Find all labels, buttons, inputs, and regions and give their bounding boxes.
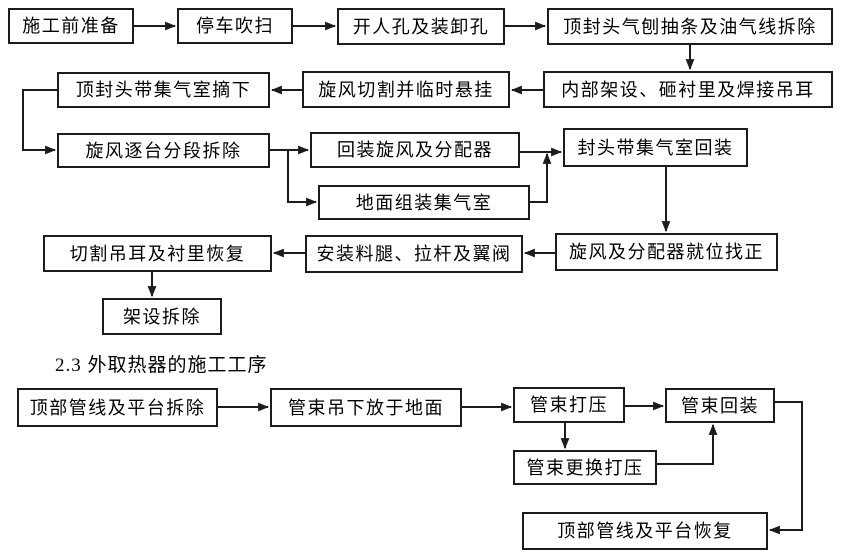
- flow-node-top-pipe-restore: 顶部管线及平台恢复: [522, 512, 768, 550]
- flow-node-prep: 施工前准备: [8, 8, 134, 44]
- flow-node-bundle-reinstall: 管束回装: [665, 388, 775, 423]
- flow-node-top-pipe-removal: 顶部管线及平台拆除: [17, 388, 218, 427]
- flow-node-top-head-gouging: 顶封头气刨抽条及油气线拆除: [547, 8, 833, 45]
- section-heading: 2.3 外取热器的施工工序: [55, 355, 268, 376]
- flow-node-cut-lugs-restore: 切割吊耳及衬里恢复: [43, 235, 272, 272]
- flow-node-cyclone-align: 旋风及分配器就位找正: [555, 233, 778, 271]
- flow-node-head-reinstall: 封头带集气室回装: [563, 128, 748, 167]
- flow-node-top-head-removal: 顶封头带集气室摘下: [57, 72, 270, 108]
- flow-node-scaffold-removal: 架设拆除: [102, 298, 222, 335]
- flow-node-cyclone-dismantle: 旋风逐台分段拆除: [57, 133, 270, 168]
- flow-node-ground-assembly: 地面组装集气室: [318, 185, 530, 220]
- flow-node-internal-scaffold: 内部架设、砸衬里及焊接吊耳: [543, 71, 833, 108]
- flow-node-bundle-lower: 管束吊下放于地面: [270, 388, 462, 427]
- flow-node-bundle-pressure-test: 管束打压: [513, 387, 625, 423]
- flow-node-bundle-replace-pressure-test: 管束更换打压: [513, 450, 657, 485]
- flow-node-open-manholes: 开人孔及装卸孔: [337, 8, 505, 45]
- flow-node-cyclone-cut-hang: 旋风切割并临时悬挂: [302, 71, 510, 108]
- flow-node-shutdown-purge: 停车吹扫: [177, 8, 293, 44]
- flow-node-install-legs: 安装料腿、拉杆及翼阀: [305, 235, 523, 273]
- flow-node-cyclone-reinstall: 回装旋风及分配器: [310, 132, 520, 168]
